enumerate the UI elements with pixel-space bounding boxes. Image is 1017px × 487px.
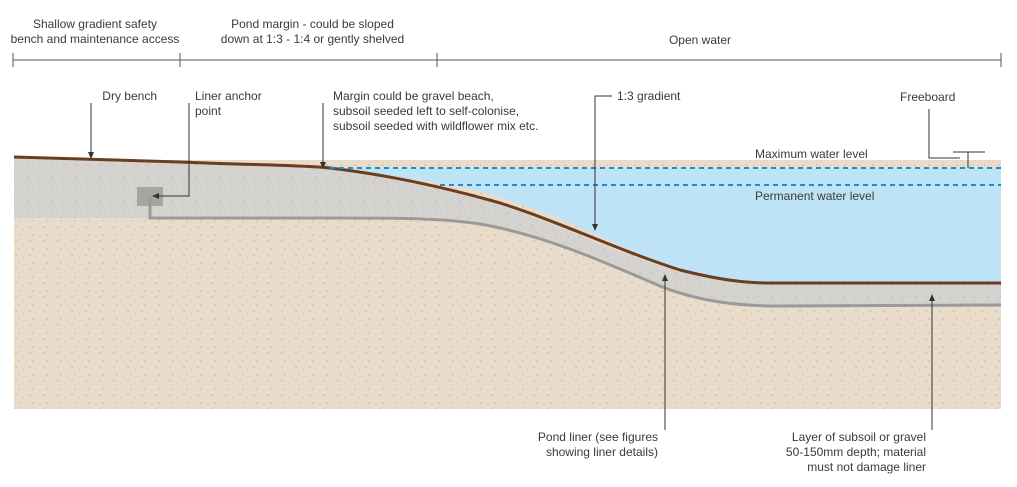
- zone-margin-label: Pond margin - could be sloped down at 1:…: [185, 17, 440, 47]
- zone-dimension-line: [12, 53, 1002, 67]
- permanent-water-level-label: Permanent water level: [755, 189, 875, 203]
- subsoil-layer-line-1: Layer of subsoil or gravel: [791, 430, 926, 444]
- liner-anchor-label: Liner anchor point: [195, 89, 262, 119]
- gradient-label: 1:3 gradient: [617, 89, 681, 103]
- margin-note-label: Margin could be gravel beach, subsoil se…: [333, 89, 538, 134]
- freeboard-label: Freeboard: [900, 90, 956, 104]
- margin-note-line-1: Margin could be gravel beach,: [333, 89, 494, 103]
- liner-anchor-line-1: Liner anchor: [195, 89, 262, 103]
- margin-note-line-2: subsoil seeded left to self-colonise,: [333, 104, 520, 118]
- leader-lines: [88, 95, 985, 430]
- subsoil-layer-line-3: must not damage liner: [807, 460, 926, 474]
- zone-bench-line-1: Shallow gradient safety: [32, 17, 158, 31]
- pond-liner-label: Pond liner (see figures showing liner de…: [480, 430, 658, 460]
- zone-bench-label: Shallow gradient safety bench and mainte…: [0, 17, 190, 47]
- subsoil-layer-line-2: 50-150mm depth; material: [785, 445, 926, 459]
- zone-open-water-label: Open water: [668, 33, 732, 47]
- water-body: [330, 168, 1001, 283]
- pond-liner-line: [148, 196, 1002, 308]
- maximum-water-level-label: Maximum water level: [755, 147, 868, 161]
- zone-margin-line-1: Pond margin - could be sloped: [231, 17, 394, 31]
- surface-line: [13, 155, 1001, 285]
- zone-margin-line-2: down at 1:3 - 1:4 or gently shelved: [220, 32, 405, 46]
- zone-bench-line-2: bench and maintenance access: [10, 32, 180, 46]
- pond-liner-line-2: showing liner details): [545, 445, 658, 459]
- liner-anchor-line-2: point: [195, 104, 222, 118]
- margin-note-line-3: subsoil seeded with wildflower mix etc.: [333, 119, 539, 133]
- subsoil-layer-label: Layer of subsoil or gravel 50-150mm dept…: [740, 430, 926, 475]
- dry-bench-label: Dry bench: [102, 89, 157, 103]
- pond-liner-line-1: Pond liner (see figures: [537, 430, 658, 444]
